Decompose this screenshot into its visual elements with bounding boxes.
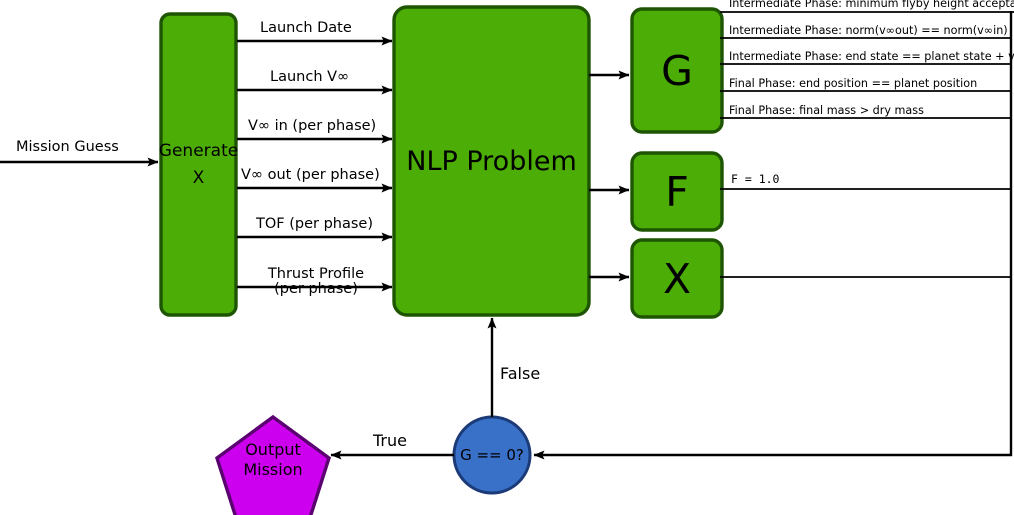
node-f-box (630, 151, 724, 232)
node-decision (452, 415, 532, 495)
node-generate-x (159, 12, 238, 317)
constraint-label-3: Intermediate Phase: end state == planet … (729, 50, 1014, 63)
edge-label-launch-date: Launch Date (260, 20, 352, 36)
edge-label-vinf-out: V∞ out (per phase) (241, 167, 380, 183)
edge-label-mission-guess: Mission Guess (16, 139, 119, 155)
node-nlp-problem (392, 5, 591, 317)
constraint-label-1: Intermediate Phase: minimum flyby height… (729, 0, 1014, 10)
constraint-label-5: Final Phase: final mass > dry mass (729, 104, 924, 117)
edge-label-vinf-in: V∞ in (per phase) (248, 118, 377, 134)
edge-label-thrust-profile: Thrust Profile (per phase) (240, 266, 392, 298)
f-annotation-label: F = 1.0 (731, 172, 780, 186)
node-g-box (630, 7, 724, 134)
node-x-box (630, 238, 724, 319)
edge-label-tof: TOF (per phase) (256, 216, 373, 232)
edge-label-launch-vinf: Launch V∞ (270, 69, 350, 85)
edge-label-false: False (500, 364, 541, 383)
thrust-profile-line1: Thrust Profile (267, 266, 365, 282)
node-output-mission (215, 414, 331, 515)
constraint-label-4: Final Phase: end position == planet posi… (729, 77, 978, 90)
thrust-profile-line2: (per phase) (274, 281, 358, 298)
constraint-label-2: Intermediate Phase: norm(v∞out) == norm(… (729, 24, 1008, 37)
edge-label-true: True (373, 431, 407, 450)
